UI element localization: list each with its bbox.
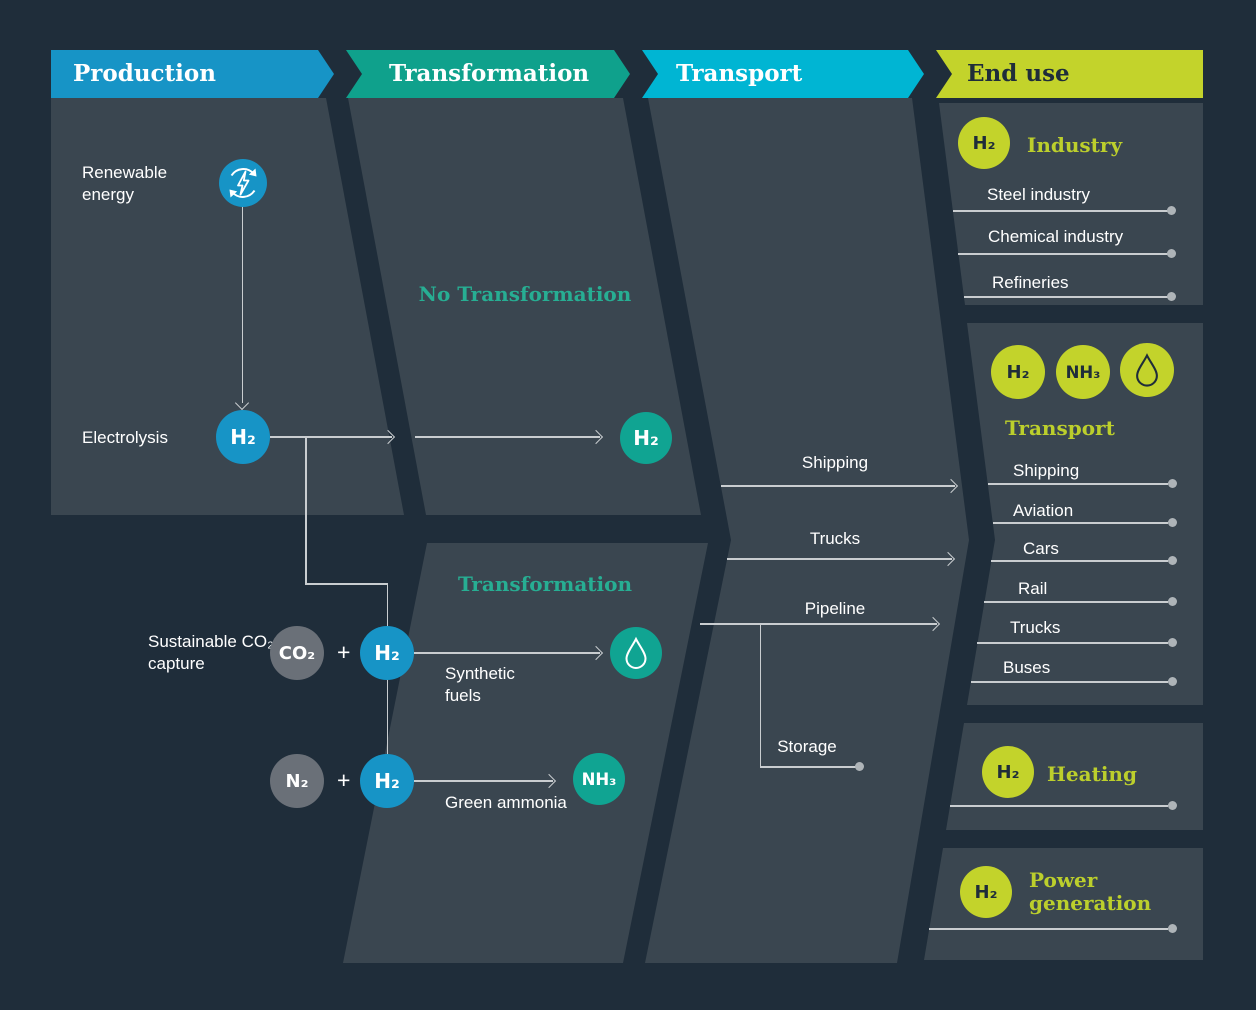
item-endpoint-dot: [1168, 638, 1177, 647]
transport-item-label: Shipping: [1013, 461, 1080, 480]
end-use-transport-fuel-badge: [1120, 343, 1174, 397]
item-endpoint-dot: [1168, 597, 1177, 606]
synthetic-fuels-label: Synthetic fuels: [445, 664, 515, 705]
item-endpoint-dot: [1168, 479, 1177, 488]
electrolysis-output-line: [270, 436, 392, 438]
transport-item-label: Buses: [1003, 658, 1051, 677]
industry-heading: Industry: [1027, 133, 1123, 157]
end-use-header-label: End use: [967, 60, 1070, 87]
item-endpoint-dot: [1167, 206, 1176, 215]
electrolysis-label: Electrolysis: [82, 428, 168, 447]
trucks-route-line: [727, 558, 952, 560]
item-line: [953, 210, 1168, 212]
co2-node: CO₂: [270, 626, 324, 680]
industry-item-label: Chemical industry: [988, 227, 1124, 246]
item-line: [929, 928, 1168, 930]
nh3-node: NH₃: [573, 753, 625, 805]
end-use-transport-nh3-badge: NH₃: [1056, 345, 1110, 399]
green-ammonia-line: [414, 780, 553, 782]
transport-item-label: Aviation: [1013, 501, 1074, 520]
heating-heading: Heating: [1047, 762, 1137, 786]
ammonia-h2-node: H₂: [360, 754, 414, 808]
pipeline-route-label: Pipeline: [804, 599, 866, 618]
transport-item-label: Cars: [1023, 539, 1059, 558]
item-line: [958, 253, 1168, 255]
power-generation-h2-badge: H₂: [960, 866, 1012, 918]
production-header-label: Production: [73, 60, 216, 87]
renewable-energy-label: Renewable energy: [82, 163, 168, 204]
storage-label: Storage: [777, 737, 837, 756]
item-endpoint-dot: [1167, 292, 1176, 301]
no-transformation-line: [415, 436, 600, 438]
co2-capture-label: Sustainable CO₂ capture: [148, 632, 274, 673]
end-use-transport-heading: Transport: [1005, 416, 1115, 440]
synthetic-fuels-line: [414, 652, 600, 654]
h2-feed-vertical-line: [386, 583, 388, 781]
transformation-header-label: Transformation: [389, 60, 590, 87]
droplet-icon: [625, 636, 647, 669]
item-endpoint-dot: [1168, 801, 1177, 810]
shipping-route-label: Shipping: [801, 453, 869, 472]
storage-endpoint-dot: [855, 762, 864, 771]
renewable-energy-icon: [219, 159, 267, 207]
industry-item-label: Refineries: [992, 273, 1069, 292]
item-line: [993, 522, 1168, 524]
h2-branch-horizontal-line: [305, 583, 388, 585]
item-line: [971, 681, 1168, 683]
end-use-transport-h2-badge: H₂: [991, 345, 1045, 399]
heating-h2-badge: H₂: [982, 746, 1034, 798]
item-line: [977, 642, 1168, 644]
h2-branch-vertical-line: [305, 437, 307, 584]
item-endpoint-dot: [1168, 677, 1177, 686]
industry-item-label: Steel industry: [987, 185, 1090, 204]
item-endpoint-dot: [1168, 518, 1177, 527]
power-generation-heading: Power generation: [1029, 868, 1152, 915]
item-line: [964, 296, 1168, 298]
pipeline-route-line: [700, 623, 937, 625]
plus-sign: +: [337, 639, 351, 665]
item-line: [988, 483, 1168, 485]
plus-sign: +: [337, 767, 351, 793]
transport-item-label: Rail: [1018, 579, 1048, 598]
transport-item-label: Trucks: [1010, 618, 1061, 637]
item-endpoint-dot: [1167, 249, 1176, 258]
synthetic-fuel-droplet-icon: [610, 627, 662, 679]
item-line: [991, 560, 1168, 562]
renewable-to-electrolysis-line: [241, 207, 243, 403]
item-line: [950, 805, 1168, 807]
untransformed-h2-node: H₂: [620, 412, 672, 464]
electrolysis-h2-node: H₂: [216, 410, 270, 464]
transport-header-label: Transport: [676, 60, 803, 87]
item-endpoint-dot: [1168, 924, 1177, 933]
no-transformation-heading: No Transformation: [418, 282, 632, 306]
green-ammonia-label: Green ammonia: [445, 793, 567, 812]
synfuel-h2-node: H₂: [360, 626, 414, 680]
storage-branch-line: [759, 623, 761, 767]
trucks-route-label: Trucks: [809, 529, 861, 548]
storage-line: [760, 766, 857, 768]
industry-h2-badge: H₂: [958, 117, 1010, 169]
n2-node: N₂: [270, 754, 324, 808]
shipping-route-line: [721, 485, 955, 487]
droplet-icon: [1136, 353, 1158, 387]
item-line: [984, 601, 1168, 603]
electricity-cycle-icon: [229, 168, 257, 198]
transformation-heading: Transformation: [457, 572, 633, 596]
item-endpoint-dot: [1168, 556, 1177, 565]
